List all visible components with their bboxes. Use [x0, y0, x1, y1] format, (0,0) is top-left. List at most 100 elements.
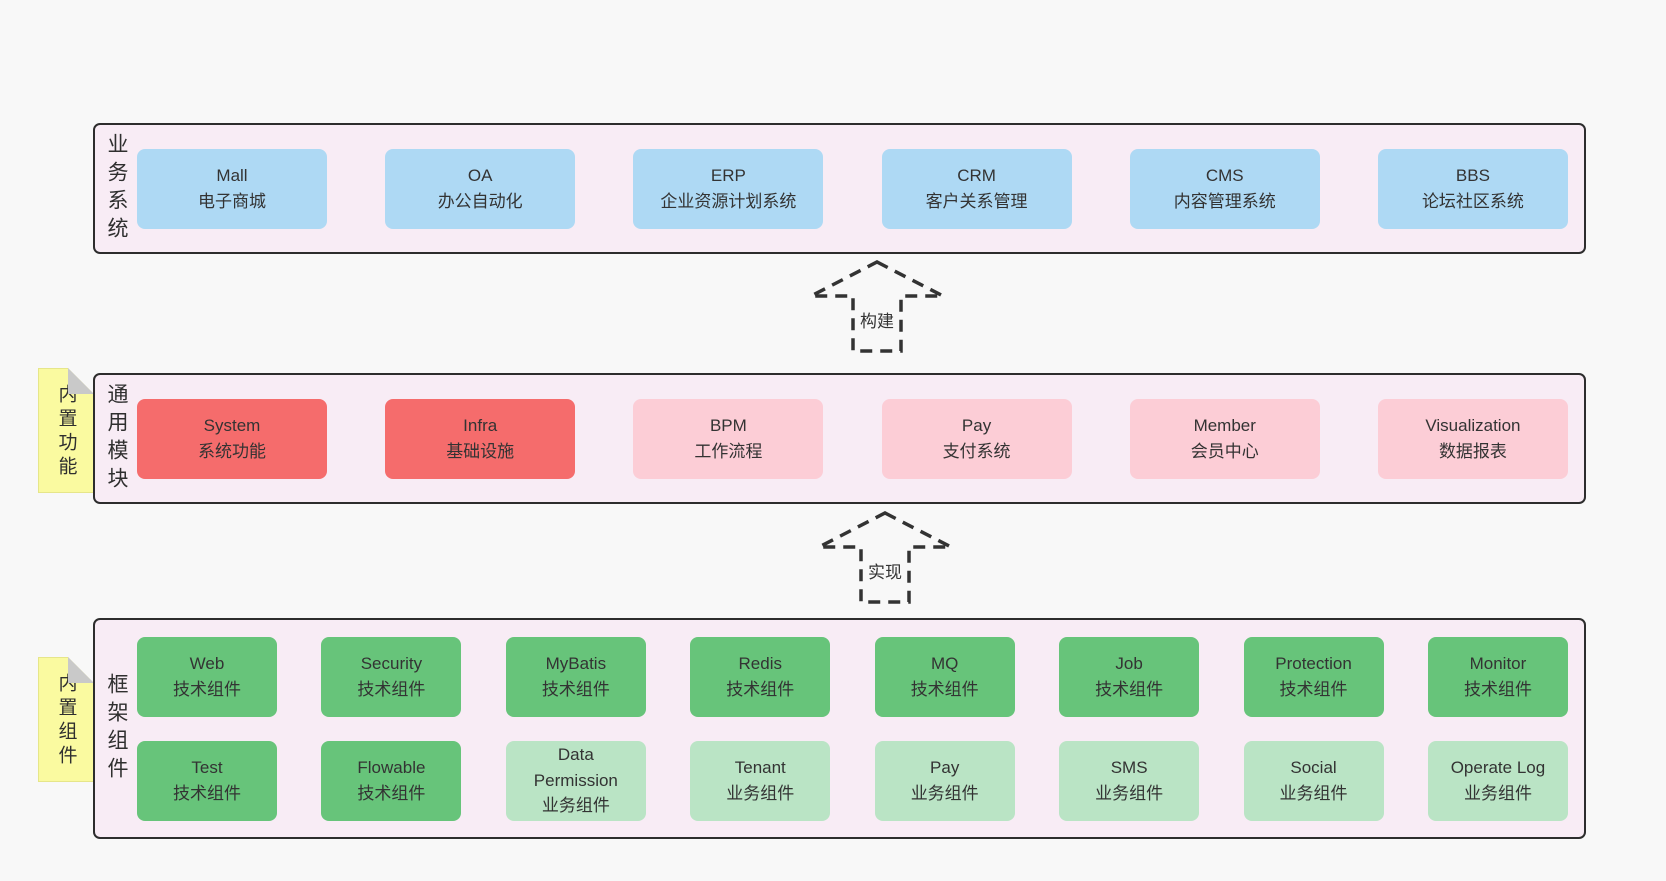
box-security: Security 技术组件 — [321, 636, 462, 717]
modules-box-row: System 系统功能 Infra 基础设施 BPM 工作流程 Pay 支付系统… — [137, 398, 1568, 479]
box-title: CRM — [957, 166, 996, 185]
box-test: Test 技术组件 — [137, 740, 277, 821]
box-title: Member — [1193, 416, 1256, 435]
section-modules-label: 通用模块 — [105, 382, 128, 495]
box-title: SMS — [1110, 758, 1148, 777]
box-title: Visualization — [1425, 416, 1521, 435]
box-subtitle: 技术组件 — [173, 679, 241, 699]
box-subtitle: 基础设施 — [446, 441, 515, 461]
box-subtitle: 技术组件 — [357, 679, 426, 699]
section-framework-components: 框架组件 Web 技术组件 Security 技术组件 MyBatis 技术组件… — [93, 618, 1586, 839]
box-member: Member 会员中心 — [1129, 398, 1320, 479]
box-subtitle: 业务组件 — [726, 783, 795, 803]
tag-label: 内置组件 — [55, 673, 77, 769]
box-crm: CRM 客户关系管理 — [881, 148, 1072, 229]
box-pay-component: Pay 业务组件 — [874, 740, 1015, 821]
box-infra: Infra 基础设施 — [385, 398, 576, 479]
built-in-features-tag: 内置功能 — [38, 368, 94, 493]
framework-box-row-1: Web 技术组件 Security 技术组件 MyBatis 技术组件 Redi… — [137, 636, 1568, 717]
box-subtitle: 电子商城 — [198, 191, 266, 211]
up-block-arrow-icon — [810, 260, 944, 353]
box-erp: ERP 企业资源计划系统 — [633, 148, 824, 229]
build-arrow: 构建 — [807, 259, 947, 355]
up-block-arrow-icon — [818, 511, 952, 604]
box-title: CMS — [1205, 166, 1244, 185]
implement-arrow: 实现 — [815, 510, 955, 606]
box-subtitle: 技术组件 — [541, 679, 610, 699]
box-subtitle: 业务组件 — [1095, 783, 1164, 803]
framework-box-row-2: Test 技术组件 Flowable 技术组件 Data Permission … — [137, 740, 1568, 821]
box-data-permission: Data Permission 业务组件 — [505, 740, 646, 821]
box-bbs: BBS 论坛社区系统 — [1377, 148, 1568, 229]
built-in-components-tag: 内置组件 — [38, 657, 94, 782]
box-title: Test — [191, 758, 223, 777]
box-subtitle: 内容管理系统 — [1173, 191, 1276, 211]
box-title: Operate Log — [1450, 758, 1546, 777]
box-subtitle: 业务组件 — [1279, 783, 1348, 803]
box-subtitle: 技术组件 — [173, 783, 241, 803]
box-mall: Mall 电子商城 — [137, 148, 327, 229]
box-title: MyBatis — [545, 654, 607, 673]
box-title: OA — [467, 166, 493, 185]
box-subtitle: 业务组件 — [910, 783, 979, 803]
box-oa: OA 办公自动化 — [385, 148, 576, 229]
box-subtitle: 技术组件 — [357, 783, 426, 803]
box-mybatis: MyBatis 技术组件 — [505, 636, 646, 717]
business-box-row: Mall 电子商城 OA 办公自动化 ERP 企业资源计划系统 CRM 客户关系… — [137, 148, 1568, 229]
box-job: Job 技术组件 — [1059, 636, 1200, 717]
box-title: Web — [189, 654, 225, 673]
section-business-systems: 业务系统 Mall 电子商城 OA 办公自动化 ERP 企业资源计划系统 CRM… — [93, 123, 1586, 254]
box-mq: MQ 技术组件 — [874, 636, 1015, 717]
section-business-label: 业务系统 — [105, 132, 128, 245]
box-subtitle: 支付系统 — [942, 441, 1011, 461]
box-title: Job — [1115, 654, 1143, 673]
box-title: Flowable — [357, 758, 426, 777]
box-tenant: Tenant 业务组件 — [690, 740, 831, 821]
box-title: BBS — [1455, 166, 1490, 185]
box-bpm: BPM 工作流程 — [633, 398, 824, 479]
box-subtitle: 技术组件 — [910, 679, 979, 699]
box-subtitle: 论坛社区系统 — [1421, 191, 1524, 211]
tag-label: 内置功能 — [55, 384, 77, 480]
box-subtitle: 工作流程 — [694, 441, 763, 461]
box-subtitle: 客户关系管理 — [925, 191, 1028, 211]
box-cms: CMS 内容管理系统 — [1129, 148, 1320, 229]
box-system: System 系统功能 — [137, 398, 327, 479]
box-title: Data Permission — [533, 745, 618, 790]
box-operate-log: Operate Log 业务组件 — [1427, 740, 1568, 821]
box-subtitle: 业务组件 — [1463, 783, 1532, 803]
arrow-label: 实现 — [864, 557, 906, 584]
box-monitor: Monitor 技术组件 — [1427, 636, 1568, 717]
box-pay-module: Pay 支付系统 — [881, 398, 1072, 479]
box-subtitle: 会员中心 — [1190, 441, 1259, 461]
box-sms: SMS 业务组件 — [1059, 740, 1200, 821]
box-web: Web 技术组件 — [137, 636, 277, 717]
box-visualization: Visualization 数据报表 — [1377, 398, 1568, 479]
box-subtitle: 技术组件 — [1279, 679, 1348, 699]
box-title: ERP — [710, 166, 746, 185]
box-subtitle: 系统功能 — [198, 441, 266, 461]
box-title: Social — [1290, 758, 1337, 777]
box-subtitle: 企业资源计划系统 — [660, 191, 797, 211]
box-title: Security — [360, 654, 423, 673]
box-subtitle: 技术组件 — [1463, 679, 1532, 699]
box-redis: Redis 技术组件 — [690, 636, 831, 717]
box-title: Monitor — [1469, 654, 1527, 673]
box-subtitle: 办公自动化 — [437, 191, 523, 211]
box-title: System — [203, 416, 261, 435]
box-title: MQ — [930, 654, 959, 673]
box-title: Tenant — [734, 758, 786, 777]
box-protection: Protection 技术组件 — [1243, 636, 1384, 717]
box-title: Protection — [1275, 654, 1352, 673]
box-title: BPM — [709, 416, 747, 435]
box-subtitle: 技术组件 — [1095, 679, 1164, 699]
arrow-label: 构建 — [856, 306, 898, 333]
box-title: Pay — [961, 416, 992, 435]
box-title: Pay — [930, 758, 960, 777]
box-subtitle: 业务组件 — [541, 796, 610, 816]
box-title: Mall — [216, 166, 248, 185]
box-flowable: Flowable 技术组件 — [321, 740, 462, 821]
box-title: Redis — [738, 654, 782, 673]
box-subtitle: 数据报表 — [1438, 441, 1507, 461]
